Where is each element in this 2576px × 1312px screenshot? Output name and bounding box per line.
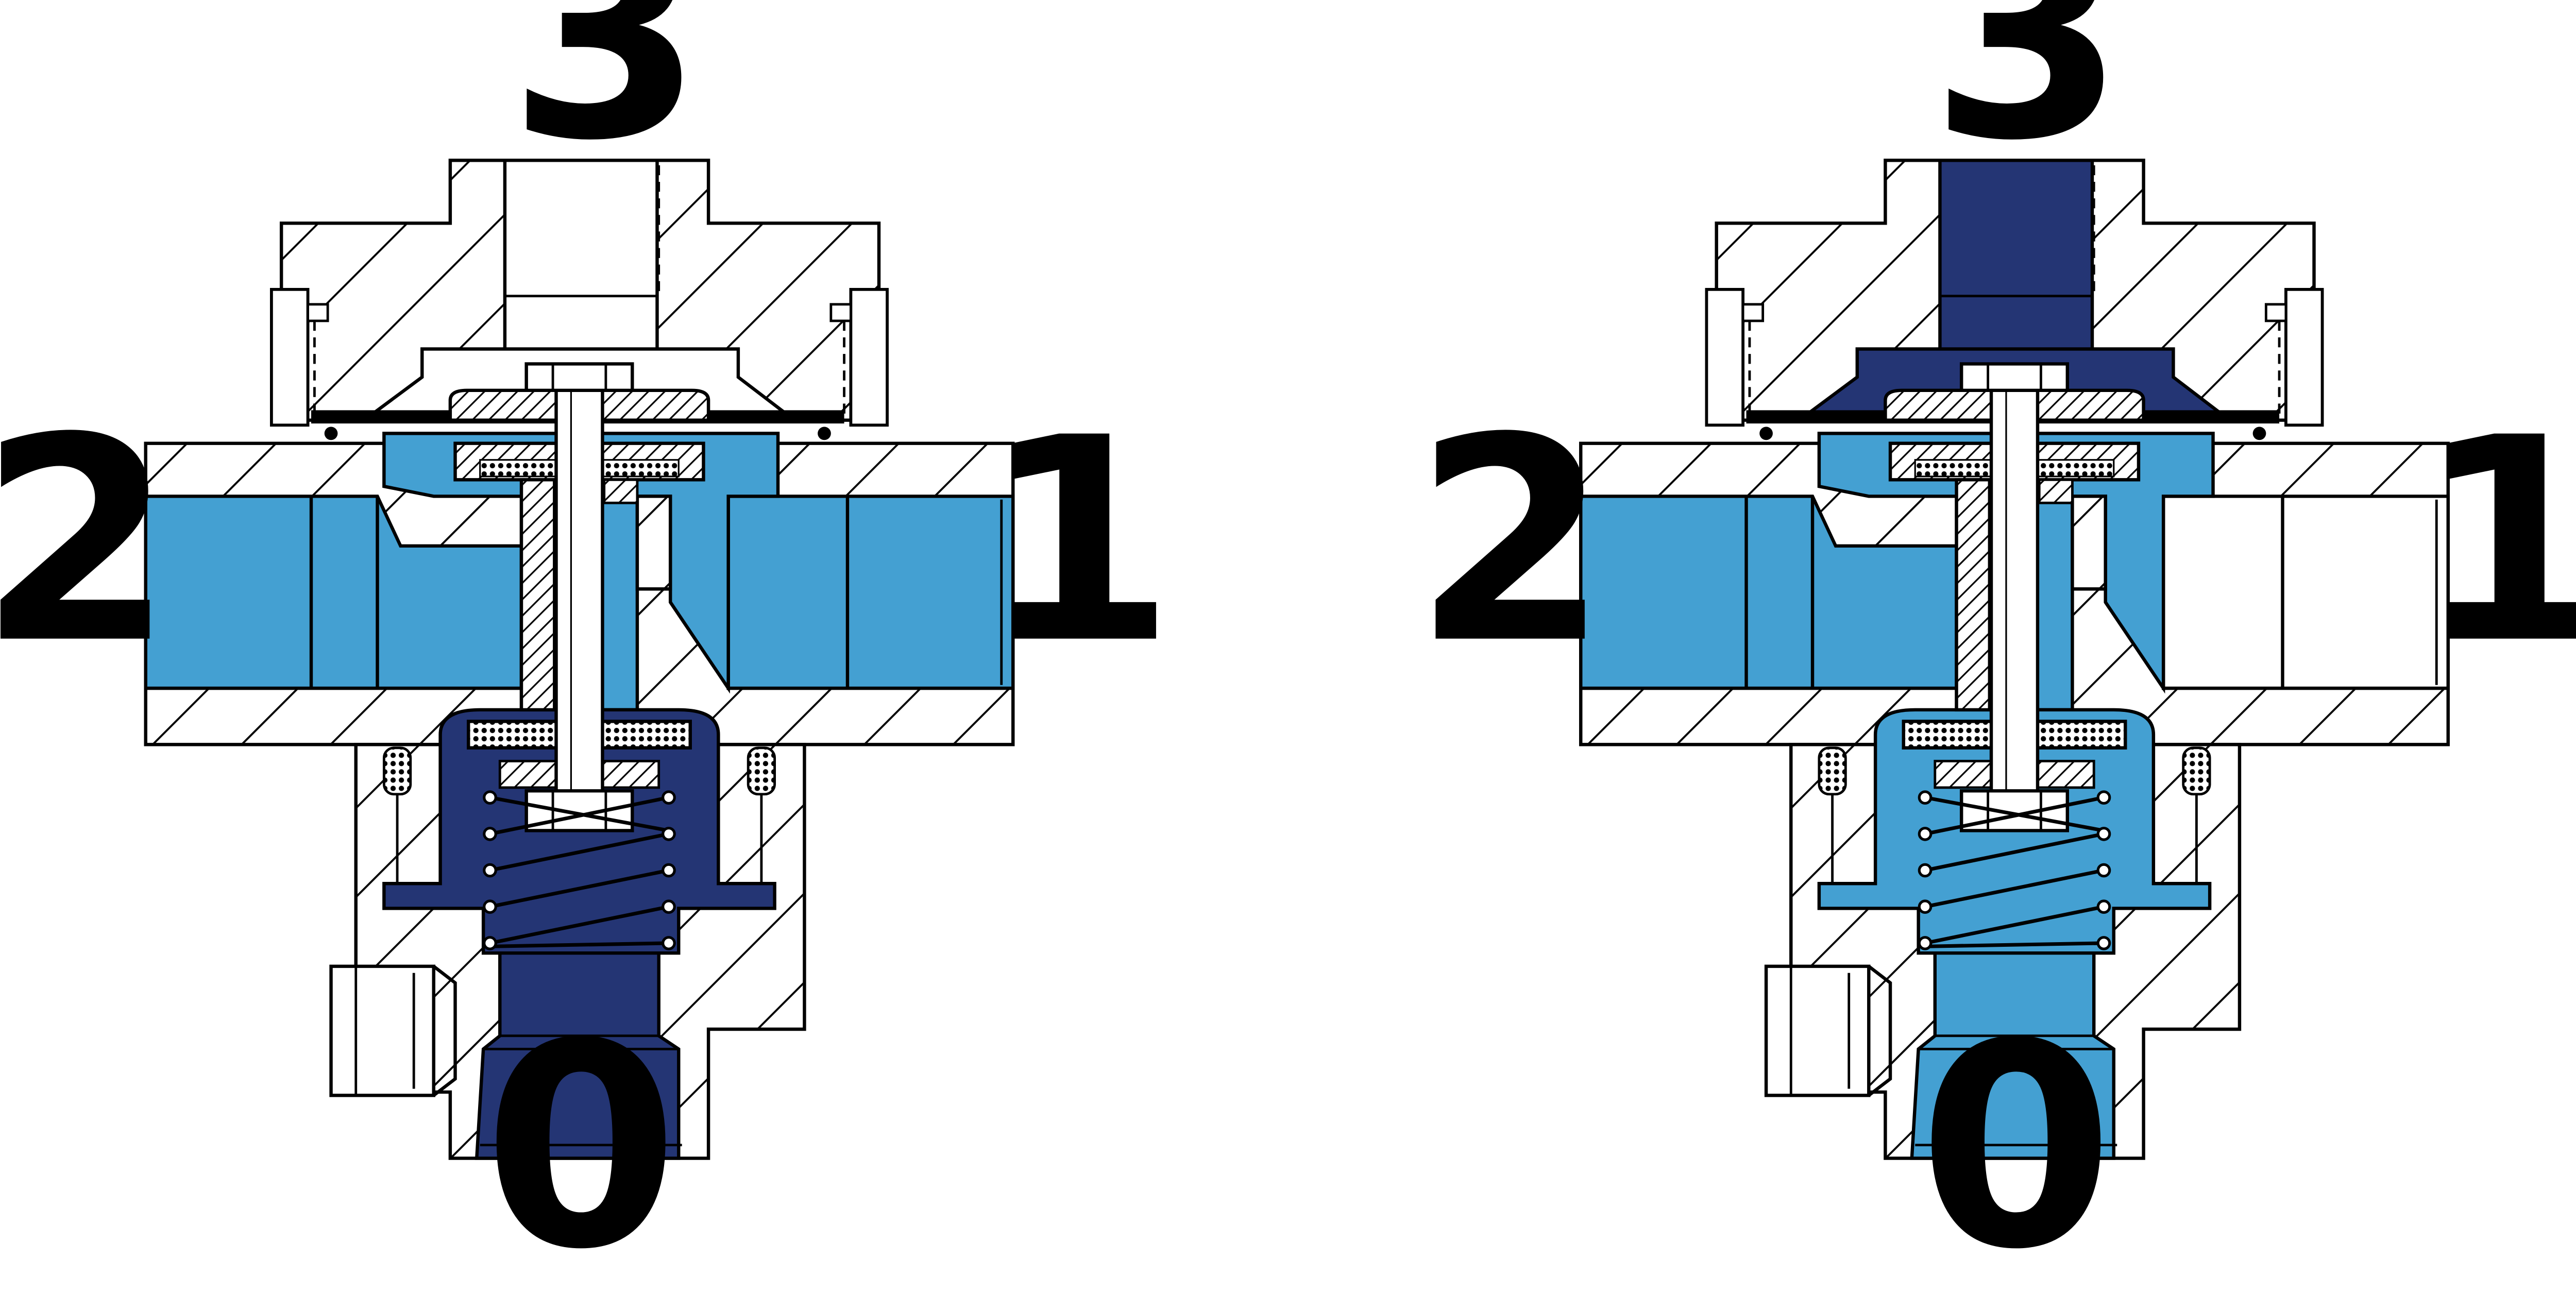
exhaust-region bbox=[1910, 951, 2115, 1160]
port-label-bottom: 0 bbox=[1918, 983, 2114, 1311]
upper-port-region bbox=[503, 159, 659, 354]
valve-left: 3 2 1 0 bbox=[0, 0, 1176, 1311]
port-label-bottom: 0 bbox=[483, 983, 679, 1311]
exhaust-region bbox=[474, 951, 681, 1160]
valve-body bbox=[144, 159, 1015, 1160]
port-label-top: 3 bbox=[508, 0, 704, 202]
right-port-region bbox=[2161, 495, 2450, 690]
port-label-left: 2 bbox=[1413, 378, 1609, 705]
upper-port-region bbox=[1938, 159, 2094, 354]
valve-right: 3 2 1 0 bbox=[1413, 0, 2576, 1311]
port-label-top: 3 bbox=[1930, 0, 2126, 202]
port-label-left: 2 bbox=[0, 378, 174, 705]
right-port-region bbox=[726, 495, 1015, 690]
port-label-right: 1 bbox=[2415, 378, 2576, 705]
port-label-right: 1 bbox=[980, 378, 1176, 705]
valve-body bbox=[1579, 159, 2450, 1160]
